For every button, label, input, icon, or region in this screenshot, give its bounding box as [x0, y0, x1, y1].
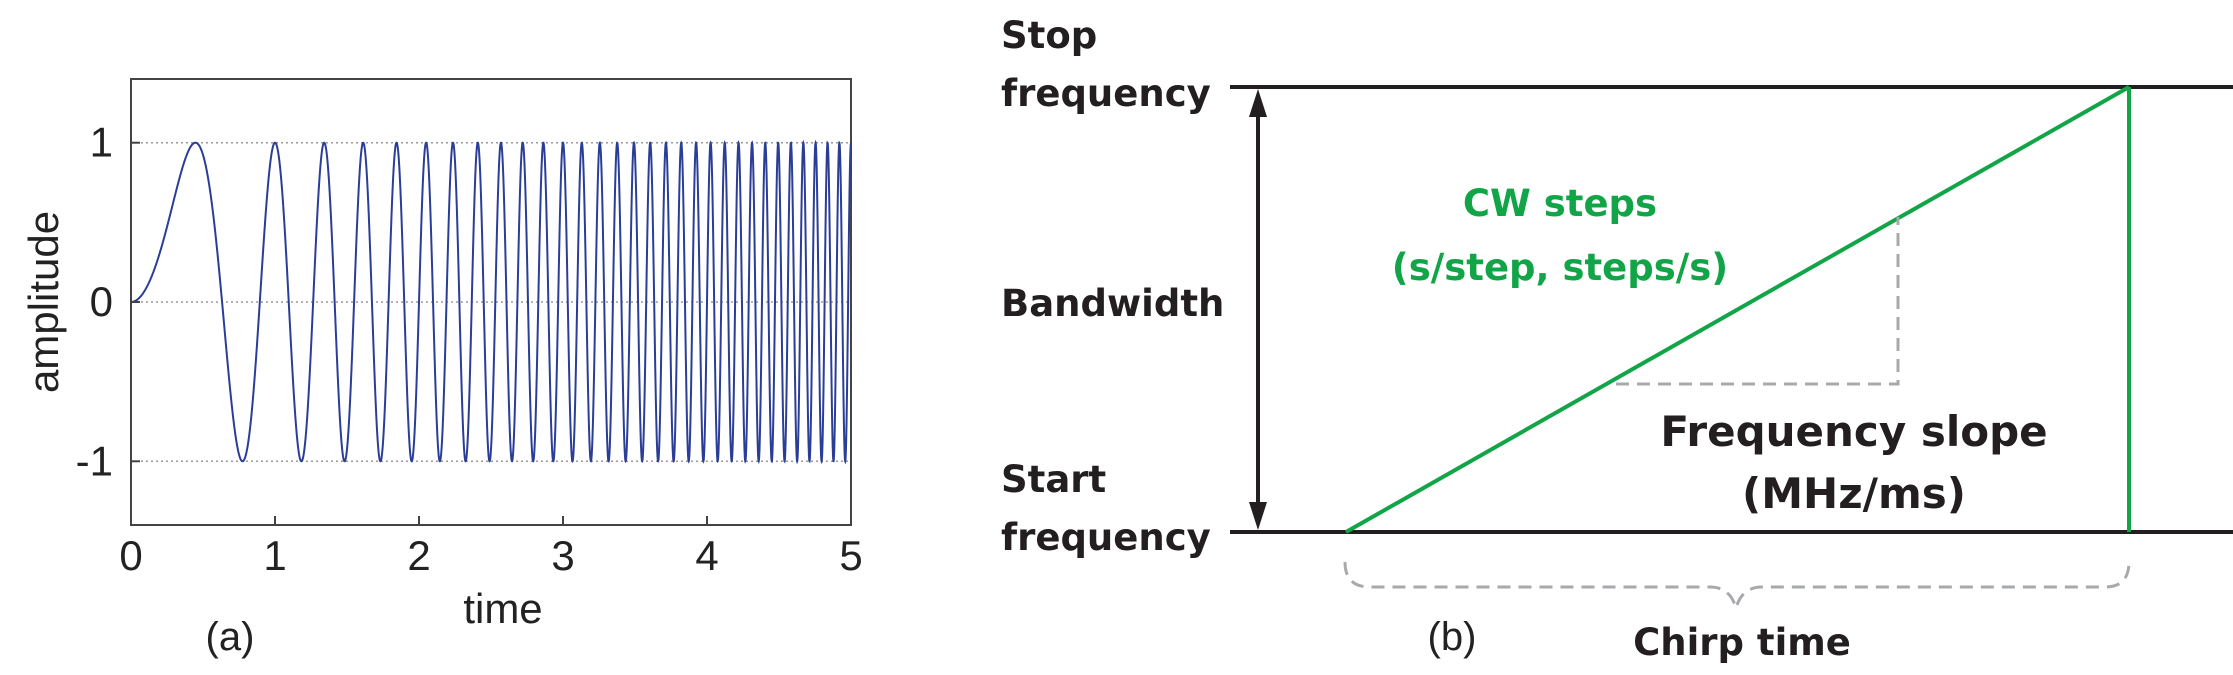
- stop-frequency-label-line2: frequency: [1001, 72, 1211, 115]
- frequency-slope-label-line2: (MHz/ms): [1742, 469, 1966, 518]
- x-axis-label: time: [463, 585, 542, 632]
- frequency-slope-label-line1: Frequency slope: [1660, 407, 2047, 456]
- y-tick-label--1: -1: [76, 437, 113, 484]
- x-tick-label-0: 0: [119, 532, 142, 579]
- panel-b: Stop frequency Bandwidth Start frequency…: [1001, 14, 2233, 664]
- x-tick-label-3: 3: [551, 532, 574, 579]
- y-tick-label-0: 0: [90, 278, 113, 325]
- slope-triangle-dashed: [1616, 217, 1900, 386]
- x-tick-label-1: 1: [263, 532, 286, 579]
- bandwidth-arrow-top-head: [1249, 89, 1267, 117]
- start-frequency-label-line1: Start: [1001, 458, 1106, 501]
- cw-steps-label-line1: CW steps: [1463, 182, 1657, 225]
- y-tick-label-1: 1: [90, 119, 113, 166]
- y-axis-ticks: 1 0 -1: [76, 119, 140, 484]
- x-tick-label-2: 2: [407, 532, 430, 579]
- panel-a-caption: (a): [206, 615, 255, 659]
- cw-steps-label-line2: (s/step, steps/s): [1392, 246, 1728, 289]
- x-axis-ticks: 0 1 2 3 4 5: [119, 516, 863, 579]
- bandwidth-label: Bandwidth: [1001, 282, 1224, 325]
- stop-frequency-label-line1: Stop: [1001, 14, 1097, 57]
- bandwidth-arrow-bottom-head: [1249, 502, 1267, 530]
- panel-b-caption: (b): [1428, 615, 1477, 659]
- start-frequency-label-line2: frequency: [1001, 516, 1211, 559]
- panel-a: 0 1 2 3 4 5 1 0 -1 time amplitude (a): [20, 78, 863, 659]
- chirp-time-brace: [1343, 561, 2131, 614]
- chirp-waveform-line: [131, 139, 852, 465]
- x-tick-label-5: 5: [839, 532, 862, 579]
- chirp-time-label: Chirp time: [1633, 621, 1851, 664]
- x-tick-label-4: 4: [695, 532, 718, 579]
- chirp-ramp-line: [1345, 85, 2130, 534]
- y-axis-label: amplitude: [20, 211, 67, 393]
